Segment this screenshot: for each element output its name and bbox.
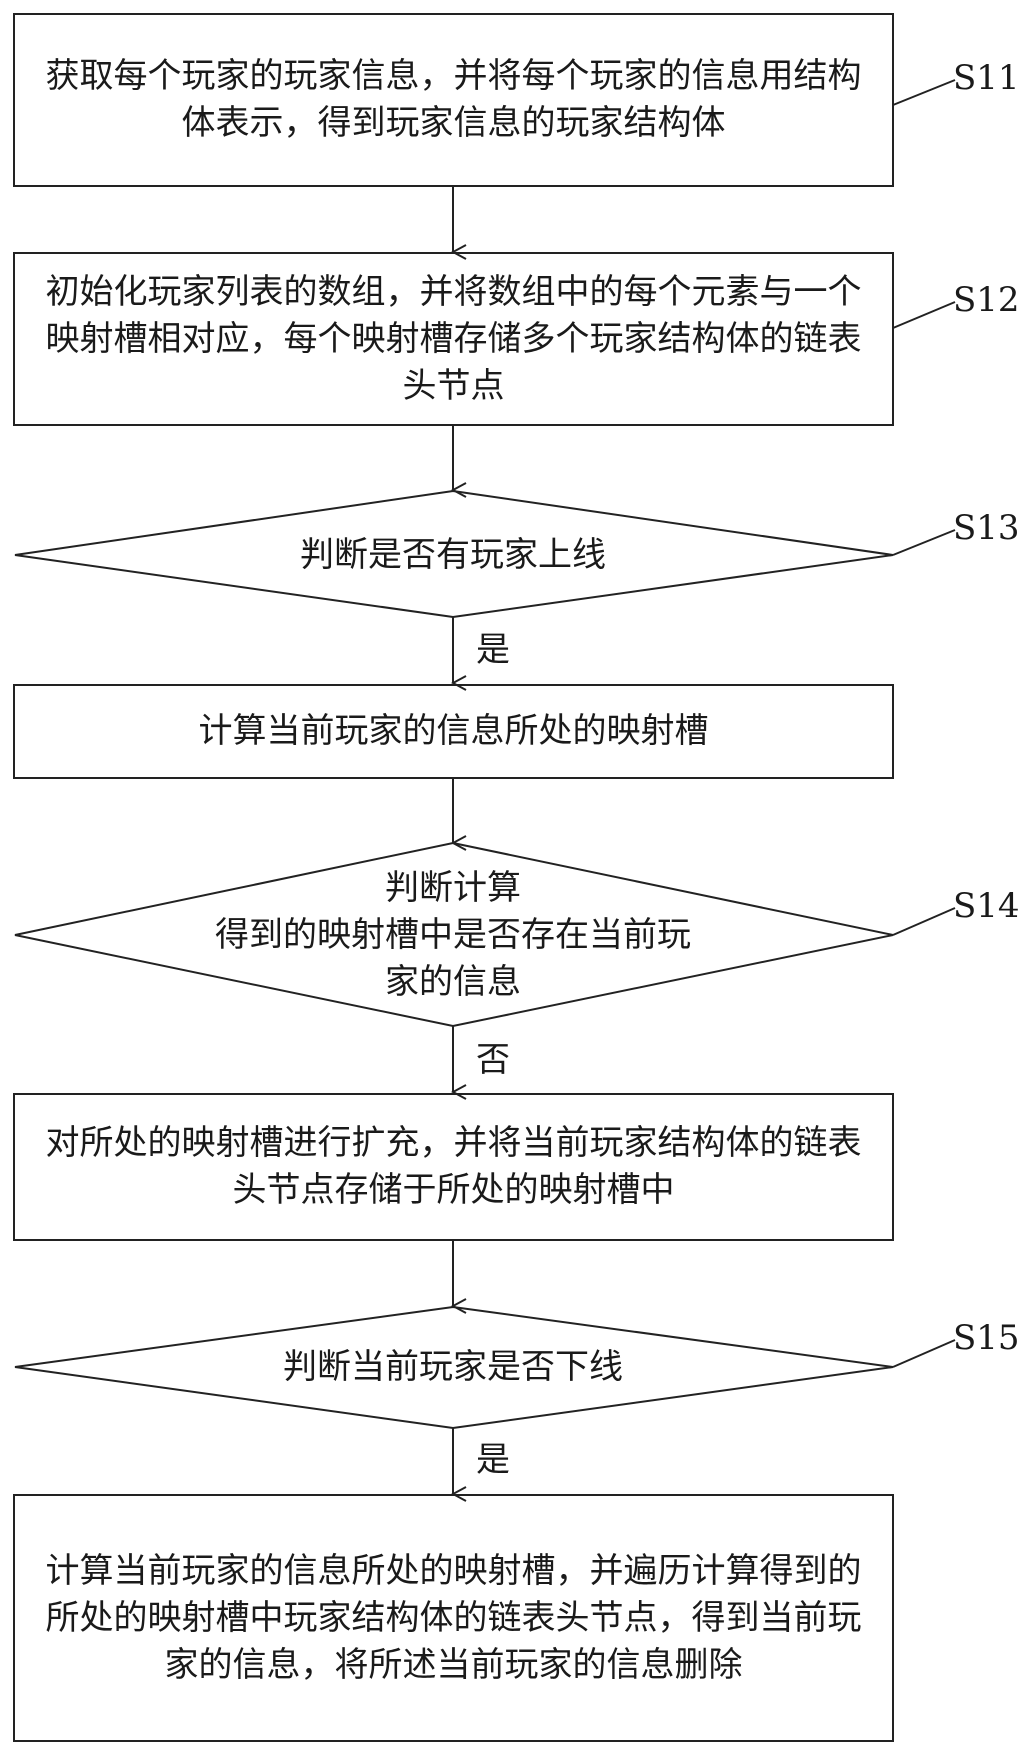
step-id-s14: S14 bbox=[953, 886, 1020, 926]
decision-diamond-s14 bbox=[14, 841, 894, 1028]
step-id-s12: S12 bbox=[953, 280, 1020, 320]
leader-s15 bbox=[892, 1339, 956, 1368]
process-text-expand: 对所处的映射槽进行扩充，并将当前玩家结构体的链表头节点存储于所处的映射槽中 bbox=[45, 1123, 862, 1210]
process-box-expand: 对所处的映射槽进行扩充，并将当前玩家结构体的链表头节点存储于所处的映射槽中 bbox=[13, 1093, 894, 1241]
decision-text-s13: 判断是否有玩家上线 bbox=[153, 530, 753, 580]
decision-label-s14-line1: 判断计算 bbox=[385, 867, 521, 908]
process-text-s12: 初始化玩家列表的数组，并将数组中的每个元素与一个映射槽相对应，每个映射槽存储多个… bbox=[45, 271, 862, 406]
decision-label-s15: 判断当前玩家是否下线 bbox=[283, 1346, 623, 1387]
process-box-s11: 获取每个玩家的玩家信息，并将每个玩家的信息用结构体表示，得到玩家信息的玩家结构体 bbox=[13, 13, 894, 187]
decision-label-s14-line3: 家的信息 bbox=[385, 961, 521, 1002]
leader-s13 bbox=[892, 529, 956, 556]
leader-s12 bbox=[892, 301, 956, 329]
process-box-calc-slot: 计算当前玩家的信息所处的映射槽 bbox=[13, 684, 894, 779]
leader-s14 bbox=[892, 907, 956, 936]
decision-text-s15: 判断当前玩家是否下线 bbox=[153, 1342, 753, 1392]
decision-text-s14: 判断计算 得到的映射槽中是否存在当前玩 家的信息 bbox=[120, 862, 786, 1008]
process-text-calc-slot: 计算当前玩家的信息所处的映射槽 bbox=[198, 711, 709, 751]
process-text-s11: 获取每个玩家的玩家信息，并将每个玩家的信息用结构体表示，得到玩家信息的玩家结构体 bbox=[45, 56, 862, 143]
process-box-delete: 计算当前玩家的信息所处的映射槽，并遍历计算得到的所处的映射槽中玩家结构体的链表头… bbox=[13, 1494, 894, 1742]
decision-label-s14-line2: 得到的映射槽中是否存在当前玩 bbox=[215, 914, 691, 955]
leader-s11 bbox=[892, 79, 956, 106]
step-id-s13: S13 bbox=[953, 508, 1020, 548]
edge-label-s14-no: 否 bbox=[476, 1040, 510, 1080]
decision-diamond-s15 bbox=[14, 1305, 894, 1430]
decision-label-s13: 判断是否有玩家上线 bbox=[300, 534, 606, 575]
edge-label-s15-yes: 是 bbox=[476, 1440, 510, 1480]
process-text-delete: 计算当前玩家的信息所处的映射槽，并遍历计算得到的所处的映射槽中玩家结构体的链表头… bbox=[45, 1550, 862, 1685]
edge-label-s13-yes: 是 bbox=[476, 630, 510, 670]
decision-diamond-s13 bbox=[14, 489, 894, 619]
step-id-s11: S11 bbox=[953, 58, 1020, 98]
step-id-s15: S15 bbox=[953, 1318, 1020, 1358]
process-box-s12: 初始化玩家列表的数组，并将数组中的每个元素与一个映射槽相对应，每个映射槽存储多个… bbox=[13, 252, 894, 426]
